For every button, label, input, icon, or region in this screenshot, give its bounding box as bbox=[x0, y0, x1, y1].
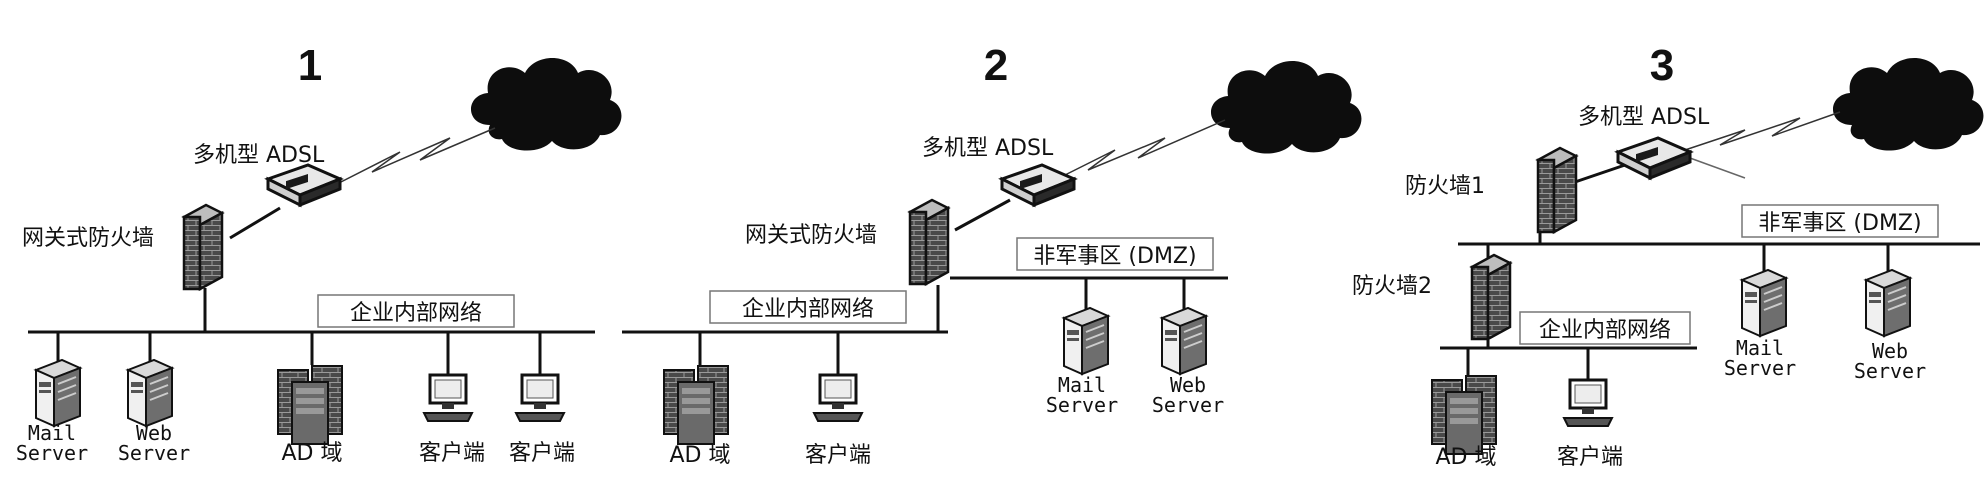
mail-server-label-line1: Mail bbox=[1058, 373, 1106, 397]
firewall-label: 网关式防火墙 bbox=[745, 223, 877, 248]
mail-server-icon bbox=[1063, 307, 1109, 375]
client-label: 客户端 bbox=[1557, 445, 1623, 470]
dmz-label: 非军事区 (DMZ) bbox=[1758, 211, 1921, 236]
ad-domain-icon bbox=[1431, 375, 1497, 455]
firewall-label: 网关式防火墙 bbox=[22, 226, 154, 251]
adsl-modem-icon bbox=[1616, 136, 1692, 180]
internet-cloud-icon bbox=[1210, 61, 1362, 154]
mail-server-label-line2: Server bbox=[1046, 393, 1118, 417]
ad-domain-icon bbox=[277, 365, 343, 445]
adsl-label: 多机型 ADSL bbox=[922, 136, 1054, 161]
internet-cloud-icon bbox=[1832, 58, 1984, 151]
web-server-icon bbox=[127, 359, 173, 427]
mail-server-label-line2: Server bbox=[1724, 356, 1796, 380]
ad-domain-icon bbox=[663, 365, 729, 445]
adsl-modem-icon bbox=[266, 163, 342, 207]
mail-server-label-line1: Mail bbox=[1736, 336, 1784, 360]
panel-1: 1 多机型 ADSL 网关式防火墙 企业内部网络 Mail Server Web… bbox=[16, 41, 622, 466]
panel-3: 3 多机型 ADSL 防火墙1 非军事区 (DMZ) 防火墙2 企业内部网络 A… bbox=[1352, 41, 1984, 470]
lan-label: 企业内部网络 bbox=[350, 301, 482, 326]
web-server-label-line2: Server bbox=[118, 441, 190, 465]
mail-server-icon bbox=[1741, 269, 1787, 337]
firewall-2-icon bbox=[1470, 253, 1512, 341]
mail-server-label-line1: Mail bbox=[28, 421, 76, 445]
wireless-link-icon bbox=[334, 127, 496, 186]
client-label: 客户端 bbox=[805, 443, 871, 468]
client-pc-icon bbox=[514, 373, 566, 423]
ad-domain-label: AD 域 bbox=[670, 443, 731, 468]
web-server-label-line1: Web bbox=[1872, 339, 1908, 363]
dmz-label: 非军事区 (DMZ) bbox=[1033, 244, 1196, 269]
ad-domain-label: AD 域 bbox=[282, 441, 343, 466]
gateway-firewall-icon bbox=[182, 203, 224, 291]
panel-2: 2 多机型 ADSL 网关式防火墙 非军事区 (DMZ) 企业内部网络 AD 域… bbox=[622, 41, 1362, 468]
client-label: 客户端 bbox=[509, 441, 575, 466]
client-pc-icon bbox=[422, 373, 474, 423]
web-server-label-line1: Web bbox=[136, 421, 172, 445]
mail-server-icon bbox=[35, 359, 81, 427]
web-server-icon bbox=[1161, 307, 1207, 375]
mail-server-label-line2: Server bbox=[16, 441, 88, 465]
client-label: 客户端 bbox=[419, 441, 485, 466]
web-server-label-line2: Server bbox=[1854, 359, 1926, 383]
lan-label: 企业内部网络 bbox=[742, 297, 874, 322]
gateway-firewall-icon bbox=[908, 198, 950, 286]
firewall-2-label: 防火墙2 bbox=[1352, 274, 1432, 299]
lan-label: 企业内部网络 bbox=[1539, 318, 1671, 343]
ad-domain-label: AD 域 bbox=[1436, 445, 1497, 470]
web-server-label-line1: Web bbox=[1170, 373, 1206, 397]
internet-cloud-icon bbox=[470, 58, 622, 151]
web-server-icon bbox=[1865, 269, 1911, 337]
panel-number: 1 bbox=[298, 41, 322, 90]
wireless-link-icon bbox=[1054, 119, 1226, 181]
client-pc-icon bbox=[1562, 378, 1614, 428]
wireless-link-icon bbox=[1684, 111, 1841, 151]
panel-number: 3 bbox=[1650, 41, 1674, 90]
adsl-modem-icon bbox=[1000, 163, 1076, 207]
firewall-1-label: 防火墙1 bbox=[1405, 174, 1485, 199]
panel-number: 2 bbox=[984, 41, 1008, 90]
client-pc-icon bbox=[812, 373, 864, 423]
web-server-label-line2: Server bbox=[1152, 393, 1224, 417]
adsl-label: 多机型 ADSL bbox=[193, 143, 325, 168]
adsl-label: 多机型 ADSL bbox=[1578, 105, 1710, 130]
firewall-1-icon bbox=[1536, 146, 1578, 234]
